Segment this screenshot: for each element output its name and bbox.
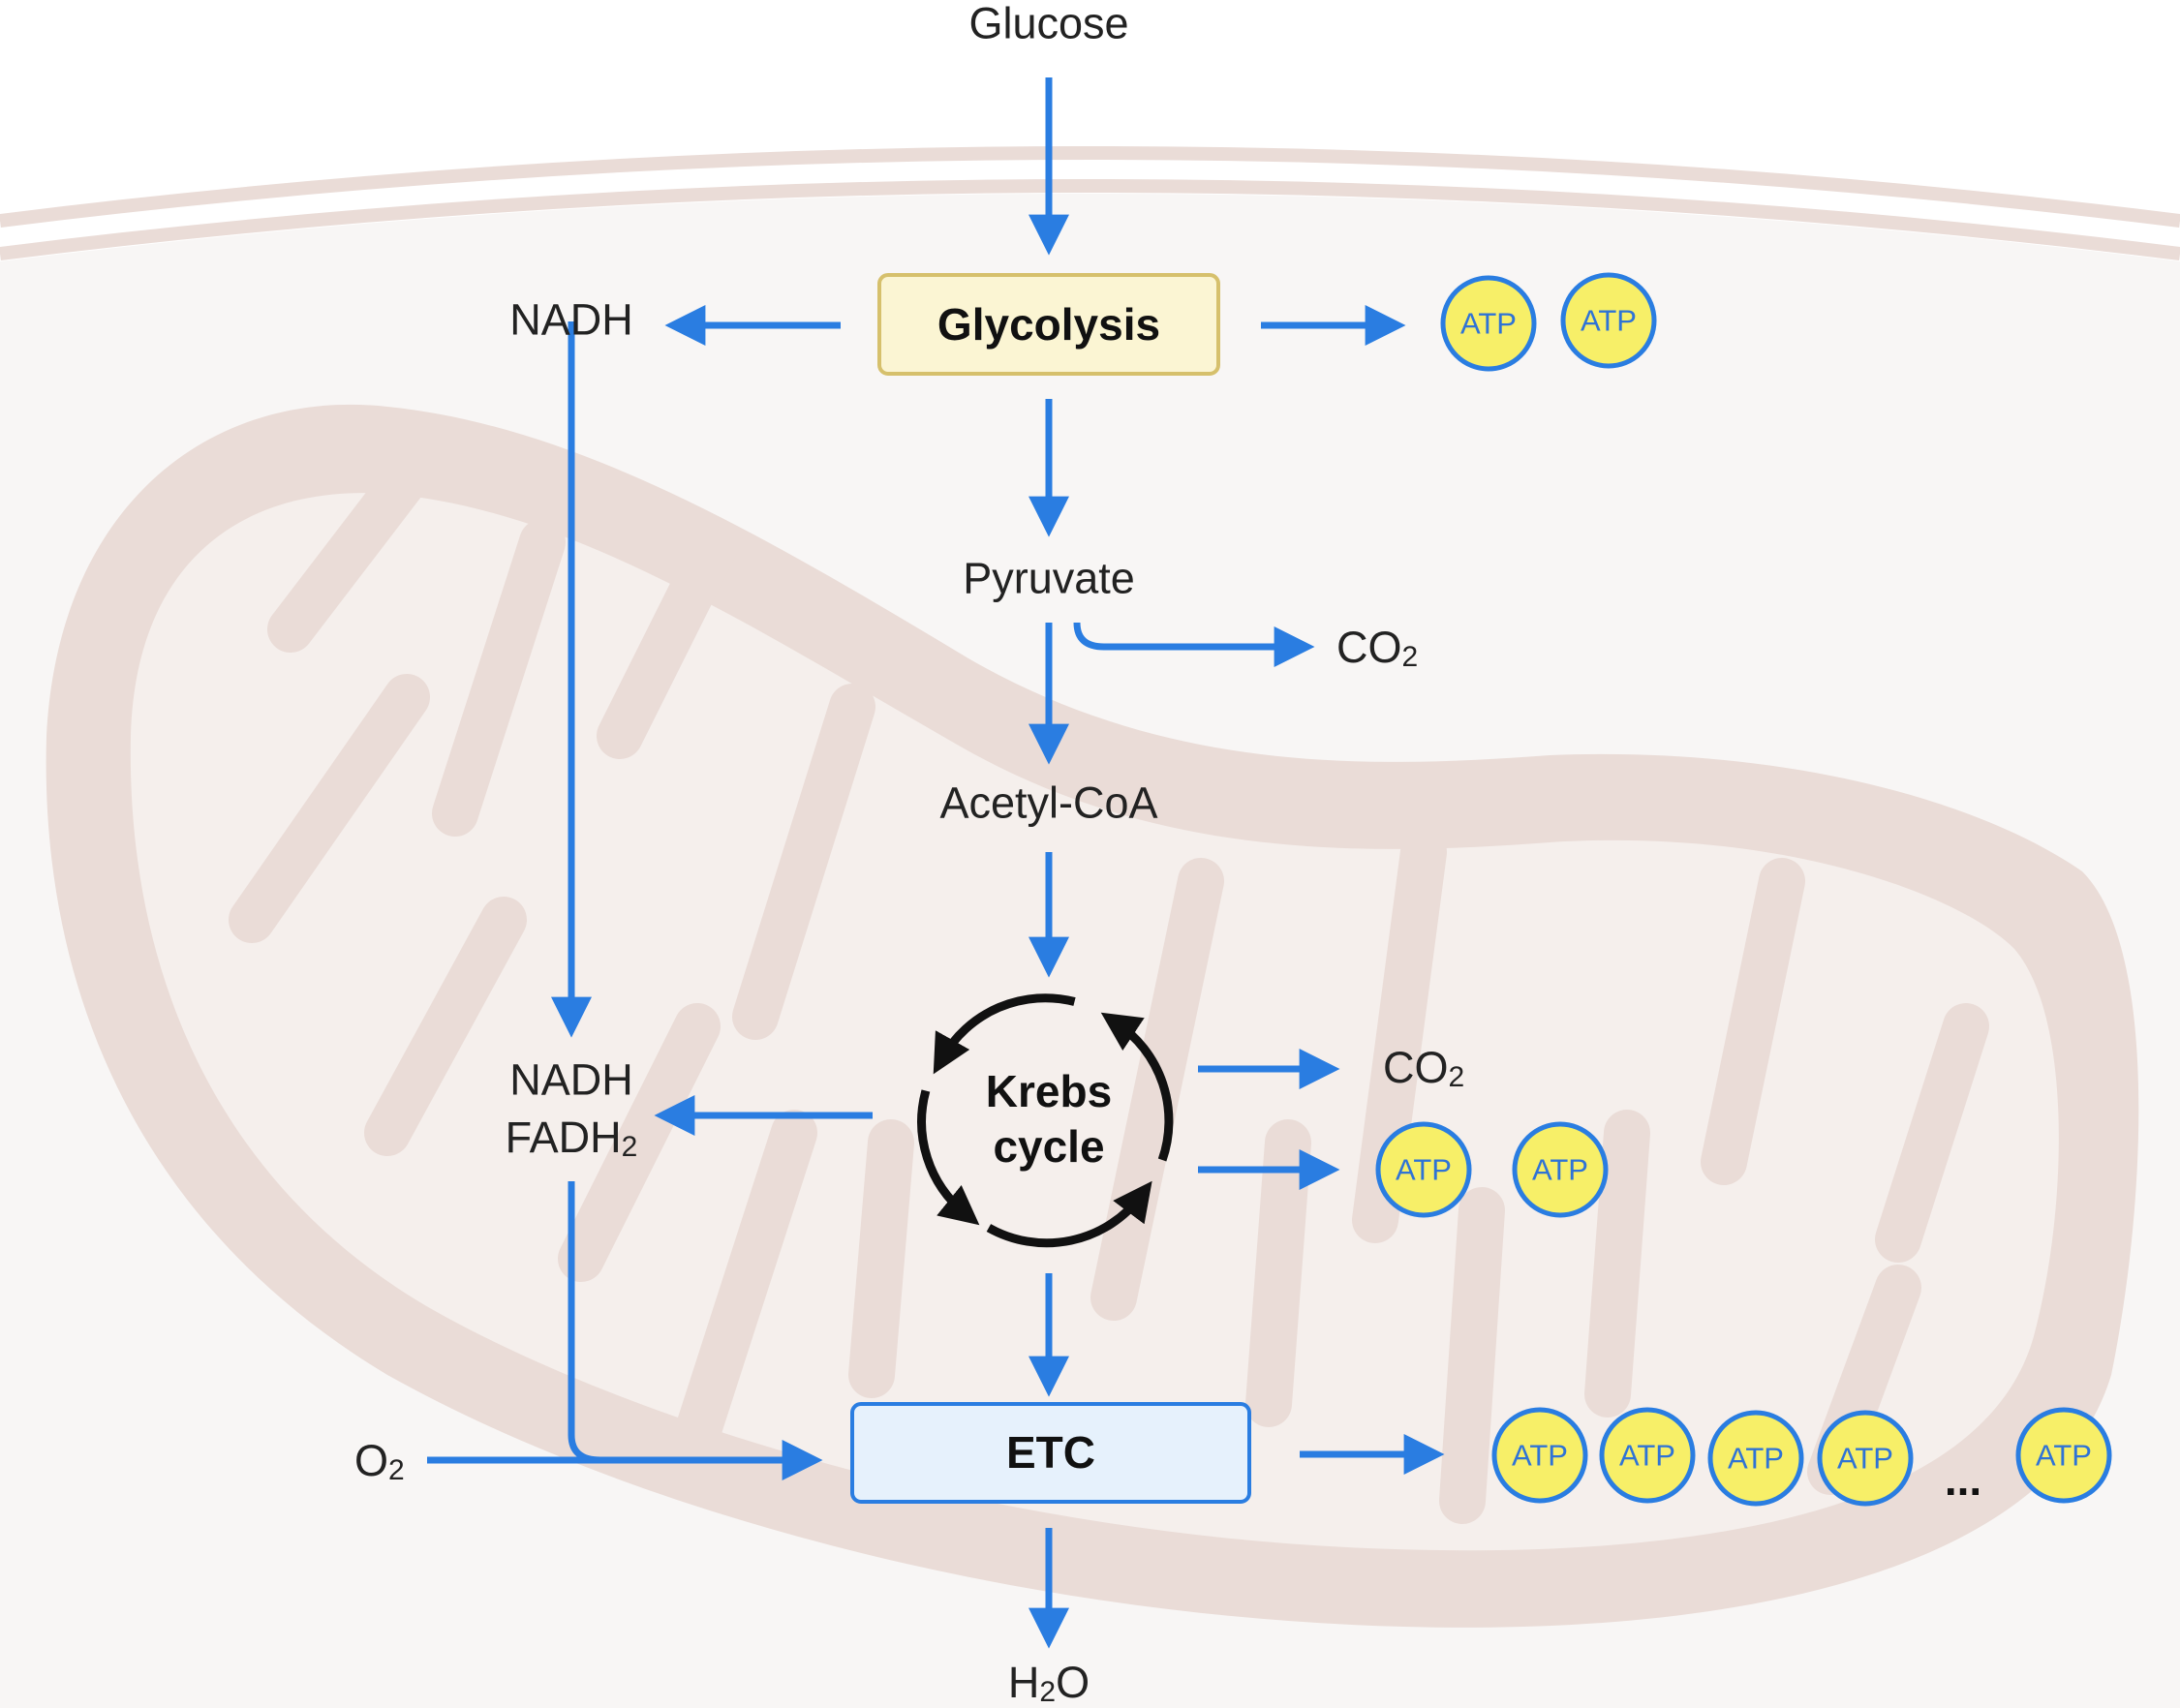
- krebs-cycle-arrows: [917, 993, 1174, 1248]
- co2-krebs-label: CO2: [1383, 1043, 1464, 1093]
- krebs-label-line1: Krebs: [986, 1066, 1112, 1116]
- svg-text:ATP: ATP: [1619, 1439, 1675, 1473]
- o2-label: O2: [354, 1436, 405, 1486]
- atp-molecule: ATP: [2015, 1407, 2112, 1504]
- arrow-pyruvate-to-co2: [1073, 622, 1315, 667]
- atp-krebs-group: ATP ATP: [1375, 1121, 1609, 1218]
- acetyl-coa-label: Acetyl-CoA: [939, 778, 1157, 828]
- svg-text:ATP: ATP: [1837, 1442, 1893, 1476]
- svg-text:ATP: ATP: [2036, 1439, 2092, 1473]
- atp-molecule: ATP: [1560, 272, 1657, 369]
- atp-molecule: ATP: [1817, 1410, 1914, 1507]
- atp-molecule: ATP: [1440, 275, 1537, 372]
- svg-text:ATP: ATP: [1728, 1442, 1784, 1476]
- co2-pyruvate-label: CO2: [1336, 623, 1418, 673]
- svg-text:ATP: ATP: [1396, 1153, 1452, 1187]
- pyruvate-label: Pyruvate: [963, 554, 1135, 603]
- glucose-label: Glucose: [968, 0, 1128, 48]
- etc-label: ETC: [1006, 1427, 1095, 1478]
- nadh-top-label: NADH: [509, 295, 633, 345]
- atp-molecule: ATP: [1491, 1407, 1588, 1504]
- ellipsis: ...: [1945, 1454, 1981, 1505]
- atp-etc-group: ATP ATP ATP ATP ATP: [1491, 1407, 2112, 1507]
- glycolysis-label: Glycolysis: [937, 299, 1160, 350]
- atp-molecule: ATP: [1375, 1121, 1472, 1218]
- cell-membrane-inner: [0, 179, 2180, 260]
- cell-membrane-outer: [0, 146, 2180, 228]
- cristae: [229, 442, 1989, 1524]
- atp-molecule: ATP: [1707, 1410, 1804, 1507]
- svg-text:ATP: ATP: [1532, 1153, 1588, 1187]
- krebs-label-line2: cycle: [993, 1121, 1104, 1172]
- glycolysis-box: Glycolysis: [877, 273, 1220, 376]
- etc-box: ETC: [850, 1402, 1251, 1504]
- svg-text:ATP: ATP: [1460, 307, 1517, 341]
- node-labels: Glucose NADH Pyruvate CO2 Acetyl-CoA Kre…: [354, 0, 1981, 1708]
- flow-arrows: [427, 77, 1445, 1649]
- h2o-label: H2O: [1008, 1658, 1090, 1708]
- nadh-mid-label: NADH: [509, 1055, 633, 1105]
- svg-text:ATP: ATP: [1581, 304, 1637, 338]
- fadh2-label: FADH2: [506, 1113, 638, 1163]
- atp-molecule: ATP: [1512, 1121, 1609, 1218]
- atp-glycolysis-group: ATP ATP: [1440, 272, 1657, 372]
- svg-text:ATP: ATP: [1512, 1439, 1568, 1473]
- atp-molecule: ATP: [1599, 1407, 1696, 1504]
